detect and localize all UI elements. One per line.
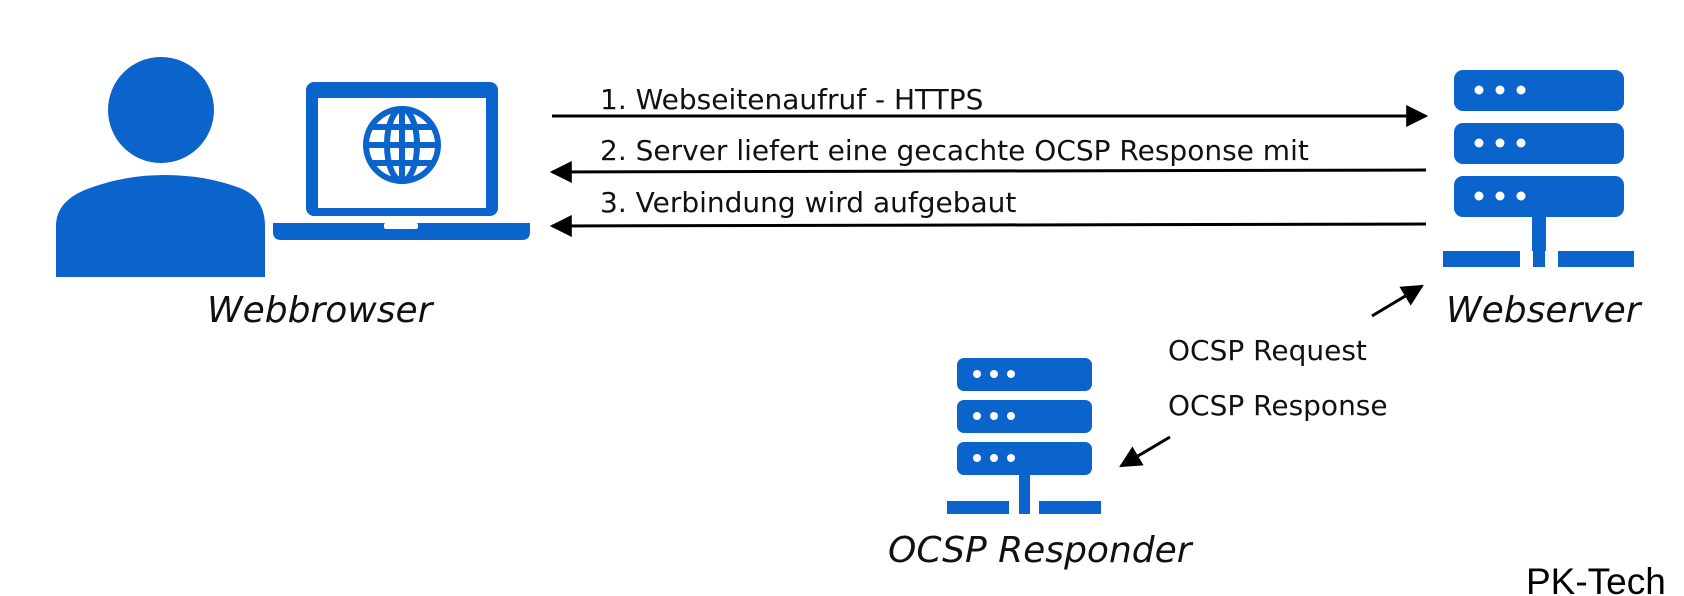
arrow-ocsp-response — [1119, 435, 1171, 468]
ocsp-request-label: OCSP Request — [1168, 334, 1367, 367]
ocsp-responder-label: OCSP Responder — [888, 530, 1194, 571]
server-rack-icon — [1443, 70, 1634, 267]
message-3-label: 3. Verbindung wird aufgebaut — [600, 186, 1016, 219]
brand-watermark: PK-Tech — [1526, 561, 1666, 596]
message-1-label: 1. Webseitenaufruf - HTTPS — [600, 83, 983, 116]
user-icon — [56, 57, 265, 277]
message-2-label: 2. Server liefert eine gecachte OCSP Res… — [600, 134, 1309, 167]
webserver-label: Webserver — [1446, 290, 1643, 331]
globe-icon — [363, 106, 441, 184]
arrow-cached-response — [549, 160, 1427, 183]
server-rack-icon — [947, 358, 1101, 514]
ocsp-response-label: OCSP Response — [1168, 389, 1388, 422]
webbrowser-label: Webbrowser — [207, 290, 435, 331]
arrow-ocsp-request — [1371, 284, 1424, 318]
arrow-connection — [549, 214, 1427, 237]
